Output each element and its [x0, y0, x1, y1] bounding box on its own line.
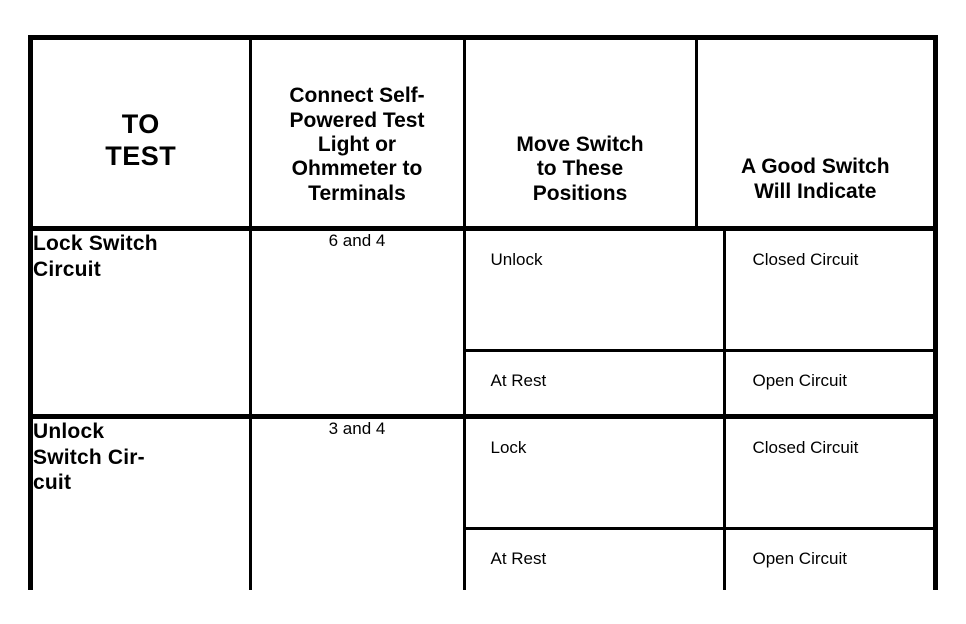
steps-table: Lock Closed Circuit At Rest Open Circuit [465, 419, 933, 590]
label-line: Switch Cir- [33, 445, 145, 469]
step-result: Closed Circuit [724, 419, 933, 530]
step-row: At Rest Open Circuit [465, 350, 933, 414]
step-row: Unlock Closed Circuit [465, 231, 933, 352]
step-position: Lock [465, 419, 726, 530]
row-terminals-lock-switch-circuit: 6 and 4 [250, 228, 466, 417]
row-steps-lock-switch-circuit: Unlock Closed Circuit At Rest Open Circu… [464, 228, 933, 417]
table-row: Unlock Switch Cir- cuit 3 and 4 Lock Clo… [33, 414, 933, 590]
header-indicate-text: A Good Switch Will Indicate [698, 155, 934, 204]
step-result: Open Circuit [724, 350, 933, 414]
step-position: At Rest [465, 350, 726, 414]
step-row: Lock Closed Circuit [465, 419, 933, 530]
step-position: Unlock [465, 231, 726, 352]
header-line: Powered Test [289, 108, 425, 132]
row-label-lock-switch-circuit: Lock Switch Circuit [33, 228, 252, 417]
header-cell-connect: Connect Self- Powered Test Light or Ohmm… [250, 40, 466, 231]
label-line: Lock Switch [33, 232, 158, 255]
label-line: cuit [33, 471, 72, 495]
header-line: to These [536, 157, 624, 181]
header-to-test-text: TO TEST [33, 109, 249, 172]
step-position: At Rest [465, 528, 726, 590]
label-line: Circuit [33, 257, 101, 281]
header-connect-text: Connect Self- Powered Test Light or Ohmm… [252, 84, 463, 206]
table-header-row: TO TEST Connect Self- Powered Test Light… [33, 40, 934, 231]
header-line: Terminals [308, 181, 406, 205]
table-row: Lock Switch Circuit 6 and 4 Unlock Close… [33, 228, 933, 417]
header-line: TO [121, 109, 160, 140]
header-line: Ohmmeter to [291, 157, 423, 181]
diagnostic-table: TO TEST Connect Self- Powered Test Light… [33, 40, 933, 590]
step-row: At Rest Open Circuit [465, 528, 933, 590]
switch-test-table: TO TEST Connect Self- Powered Test Light… [28, 35, 938, 590]
header-cell-to-test: TO TEST [33, 40, 252, 231]
step-result: Open Circuit [724, 528, 933, 590]
header-line: TEST [105, 140, 177, 171]
steps-table: Unlock Closed Circuit At Rest Open Circu… [465, 231, 933, 414]
step-result: Closed Circuit [724, 231, 933, 352]
header-line: A Good Switch [740, 155, 890, 179]
header-line: Positions [532, 181, 628, 205]
header-move-text: Move Switch to These Positions [466, 133, 695, 206]
label-line: Unlock [33, 420, 105, 443]
row-steps-unlock-switch-circuit: Lock Closed Circuit At Rest Open Circuit [464, 414, 933, 590]
header-cell-move-switch: Move Switch to These Positions [464, 40, 698, 231]
row-terminals-unlock-switch-circuit: 3 and 4 [250, 414, 466, 590]
header-line: Connect Self- [289, 84, 425, 108]
header-line: Move Switch [516, 132, 644, 156]
row-label-unlock-switch-circuit: Unlock Switch Cir- cuit [33, 414, 252, 590]
header-line: Will Indicate [754, 179, 877, 203]
header-line: Light or [317, 132, 397, 156]
header-cell-good-switch: A Good Switch Will Indicate [696, 40, 934, 231]
